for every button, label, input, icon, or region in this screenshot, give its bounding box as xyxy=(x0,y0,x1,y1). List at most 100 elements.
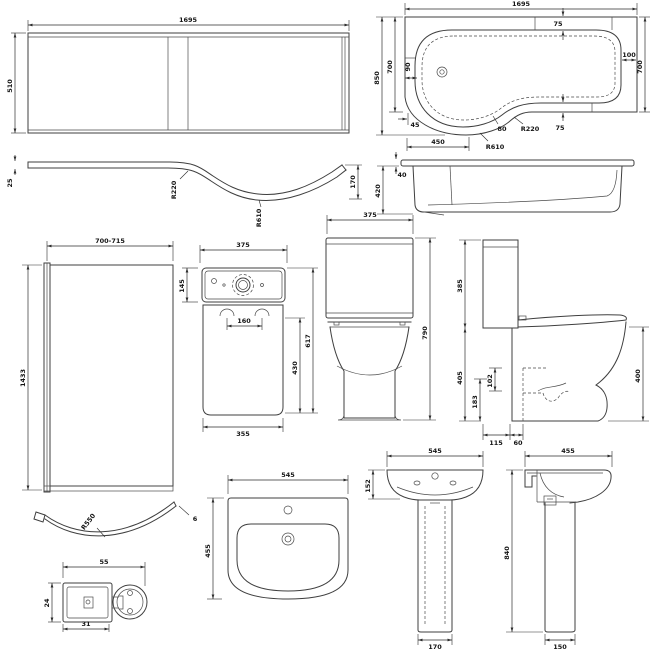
dim-bath-width: 1695 xyxy=(512,0,531,8)
detail-line xyxy=(43,485,174,492)
detail-line xyxy=(396,486,474,496)
detail-line xyxy=(232,274,254,296)
dim-bath-rim-top: 75 xyxy=(553,20,563,28)
detail-line xyxy=(439,69,445,75)
dim-toilet-rim-height: 400 xyxy=(634,369,642,383)
leader-line xyxy=(492,115,499,125)
basin-wall-bracket xyxy=(524,469,537,488)
detail-line xyxy=(336,365,403,376)
detail-line xyxy=(431,472,439,480)
basin-pedestal-side xyxy=(544,502,576,633)
basin-bowl-outline xyxy=(236,523,340,592)
dim-bath-rim-height: 40 xyxy=(397,171,407,179)
bath-plan-view: 1695 850 700 90 75 100 700 75 45 450 80 … xyxy=(373,0,650,151)
toilet-side-cistern xyxy=(482,239,519,329)
dim-toilet-bowl-height: 405 xyxy=(456,371,464,385)
detail-line xyxy=(66,586,109,619)
detail-line xyxy=(543,495,557,506)
dim-pedestal-depth: 150 xyxy=(553,643,567,650)
panel-profile-outline xyxy=(27,161,343,195)
dim-bath-corner-offset: 45 xyxy=(410,121,420,129)
bath-outer-outline xyxy=(404,16,638,136)
dim-cistern-lid-height: 145 xyxy=(178,279,186,293)
leader-line xyxy=(179,170,189,180)
detail-line xyxy=(219,308,235,317)
dim-toilet-width: 375 xyxy=(363,211,377,219)
detail-line xyxy=(449,165,453,206)
bath-waste-hole xyxy=(436,66,448,78)
screen-glass-outline xyxy=(49,264,174,487)
toilet-seat-profile xyxy=(517,314,627,328)
bath-side-view: 40 420 xyxy=(374,152,635,216)
basin-side-outline xyxy=(524,469,612,504)
drawing-line xyxy=(173,501,177,507)
screen-hinge-cap xyxy=(33,511,46,523)
basin-pedestal-front xyxy=(417,499,453,633)
dim-bath-depth-inner: 700 xyxy=(386,60,394,74)
dim-cistern-total-height: 617 xyxy=(304,334,312,348)
detail-line xyxy=(537,382,567,392)
bath-inner-outline xyxy=(414,29,622,128)
detail-line xyxy=(83,596,94,609)
drawing-line xyxy=(44,501,175,533)
toilet-pan-profile xyxy=(511,321,627,422)
toilet-side-view: 385 405 183 102 400 115 60 xyxy=(456,239,649,447)
toilet-bowl-outline xyxy=(329,326,345,419)
detail-line xyxy=(413,480,421,486)
dim-bath-rim-left: 90 xyxy=(404,62,412,72)
dim-toilet-height: 790 xyxy=(421,326,429,340)
dim-panel-end-height: 170 xyxy=(349,175,357,189)
dim-basin-bowl-height: 152 xyxy=(364,479,372,493)
detail-line xyxy=(254,308,270,317)
detail-line xyxy=(523,390,571,402)
detail-line xyxy=(116,588,144,616)
drawing-line xyxy=(27,167,347,201)
basin-front-view: 545 152 170 xyxy=(364,447,484,651)
dim-bath-rim-right: 100 xyxy=(622,51,636,59)
dim-bath-foot-width: 450 xyxy=(431,138,445,146)
detail-line xyxy=(421,35,616,121)
dim-toilet-cistern-height: 385 xyxy=(456,279,464,293)
dim-profile-width: 55 xyxy=(99,558,109,566)
dim-screen-glass-thickness: 6 xyxy=(193,515,198,523)
detail-line xyxy=(518,315,527,321)
profile-hinge-circle xyxy=(112,584,148,620)
label-panel-r220: R220 xyxy=(170,180,178,199)
dim-basin-front-width: 545 xyxy=(428,447,442,455)
basin-waste-hole xyxy=(281,532,295,546)
label-bath-r220: R220 xyxy=(521,125,540,133)
cistern-body-outline xyxy=(202,304,284,416)
detail-line xyxy=(284,535,292,543)
dim-profile-height: 24 xyxy=(43,598,51,608)
screen-glass-arc xyxy=(44,505,177,537)
detail-line xyxy=(423,211,445,216)
dim-bath-neck: 80 xyxy=(497,125,507,133)
basin-side-view: 455 840 150 xyxy=(503,447,613,651)
basin-front-outline xyxy=(386,469,484,501)
dim-panel-width: 1695 xyxy=(179,16,198,24)
dim-basin-total-height: 840 xyxy=(503,546,511,560)
bath-tub-outline xyxy=(412,165,623,213)
dim-pedestal-width: 170 xyxy=(428,643,442,650)
detail-line xyxy=(127,590,133,596)
detail-line xyxy=(211,278,217,284)
detail-line xyxy=(333,321,340,326)
profile-channel-outline xyxy=(62,582,113,623)
label-bath-r610: R610 xyxy=(486,143,505,151)
dim-cistern-body-height: 430 xyxy=(291,361,299,375)
cistern-lid-outline xyxy=(201,267,286,303)
dim-basin-side-depth: 455 xyxy=(561,447,575,455)
dim-bolt-spacing: 160 xyxy=(237,317,251,325)
leader-line xyxy=(258,199,262,208)
screen-front-view: 700-715 1433 xyxy=(19,237,174,493)
dim-cistern-base-width: 355 xyxy=(236,430,250,438)
dim-outlet-size: 102 xyxy=(486,374,494,388)
bath-panel-outline xyxy=(27,32,350,134)
dim-base-front: 115 xyxy=(489,439,503,447)
cistern-rear-view: 375 145 160 430 617 355 xyxy=(178,241,318,438)
leader-line xyxy=(513,116,524,125)
dim-basin-depth: 455 xyxy=(204,544,212,558)
detail-line xyxy=(449,480,457,486)
detail-line xyxy=(337,413,402,421)
